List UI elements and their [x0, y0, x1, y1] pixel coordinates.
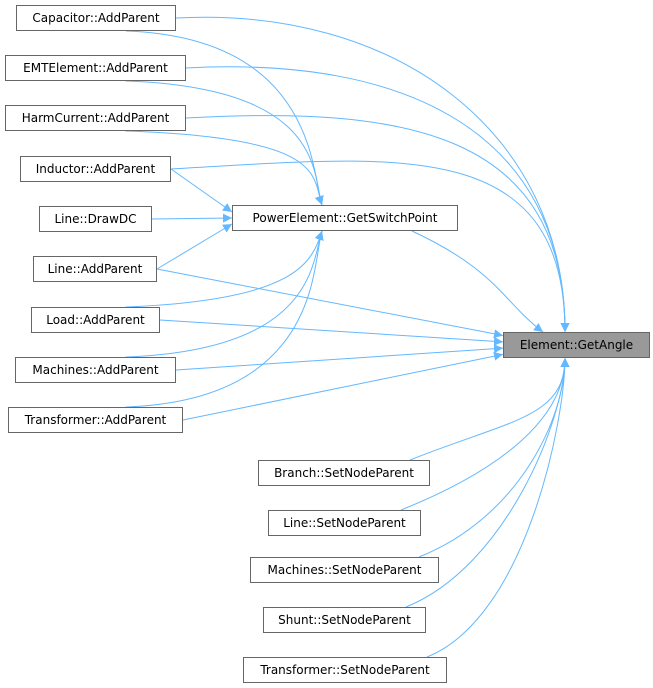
edge-mach_snp-to-getangle: [418, 357, 570, 558]
edge-ind_add-to-getswitchpoint: [170, 168, 233, 213]
edge-line_add-to-getangle: [156, 268, 504, 339]
edge-harm_add-to-getswitchpoint: [125, 130, 324, 206]
edge-trafo_snp-to-getangle: [426, 357, 570, 658]
node-transformer-setnodeparent[interactable]: Transformer::SetNodeParent: [243, 657, 447, 683]
node-transformer-addparent[interactable]: Transformer::AddParent: [8, 407, 183, 433]
node-inductor-addparent[interactable]: Inductor::AddParent: [20, 156, 171, 182]
edge-trafo_add-to-getangle: [182, 351, 504, 421]
edge-cap_add-to-getangle: [175, 16, 570, 333]
node-emtelement-addparent[interactable]: EMTElement::AddParent: [5, 55, 186, 81]
edge-getswitchpoint-to-getangle: [411, 230, 544, 333]
edge-line_drawdc-to-getswitchpoint: [151, 213, 233, 223]
edge-mach_add-to-getswitchpoint: [125, 230, 324, 358]
edge-trafo_add-to-getswitchpoint: [125, 230, 324, 408]
node-line-drawdc[interactable]: Line::DrawDC: [39, 206, 152, 232]
edge-line_add-to-getswitchpoint: [156, 223, 233, 270]
edge-harm_add-to-getangle: [185, 115, 570, 333]
node-machines-addparent[interactable]: Machines::AddParent: [15, 357, 176, 383]
node-element-getangle-focus: Element::GetAngle: [503, 332, 650, 358]
node-line-setnodeparent[interactable]: Line::SetNodeParent: [268, 510, 421, 536]
node-branch-setnodeparent[interactable]: Branch::SetNodeParent: [258, 460, 430, 486]
edge-emt_add-to-getswitchpoint: [125, 80, 324, 206]
node-load-addparent[interactable]: Load::AddParent: [31, 307, 160, 333]
edge-shunt_snp-to-getangle: [405, 357, 570, 608]
edge-line_snp-to-getangle: [400, 357, 570, 511]
edge-load_add-to-getswitchpoint: [125, 230, 324, 308]
edge-emt_add-to-getangle: [185, 66, 570, 333]
edge-mach_add-to-getangle: [175, 344, 504, 371]
node-line-addparent[interactable]: Line::AddParent: [33, 256, 157, 282]
edge-ind_add-to-getangle: [170, 160, 570, 333]
node-powerelement-getswitchpoint[interactable]: PowerElement::GetSwitchPoint: [232, 205, 458, 231]
node-capacitor-addparent[interactable]: Capacitor::AddParent: [16, 5, 176, 31]
node-shunt-setnodeparent[interactable]: Shunt::SetNodeParent: [263, 607, 426, 633]
node-machines-setnodeparent[interactable]: Machines::SetNodeParent: [250, 557, 439, 583]
node-harmcurrent-addparent[interactable]: HarmCurrent::AddParent: [5, 105, 186, 131]
edge-load_add-to-getangle: [159, 319, 504, 346]
